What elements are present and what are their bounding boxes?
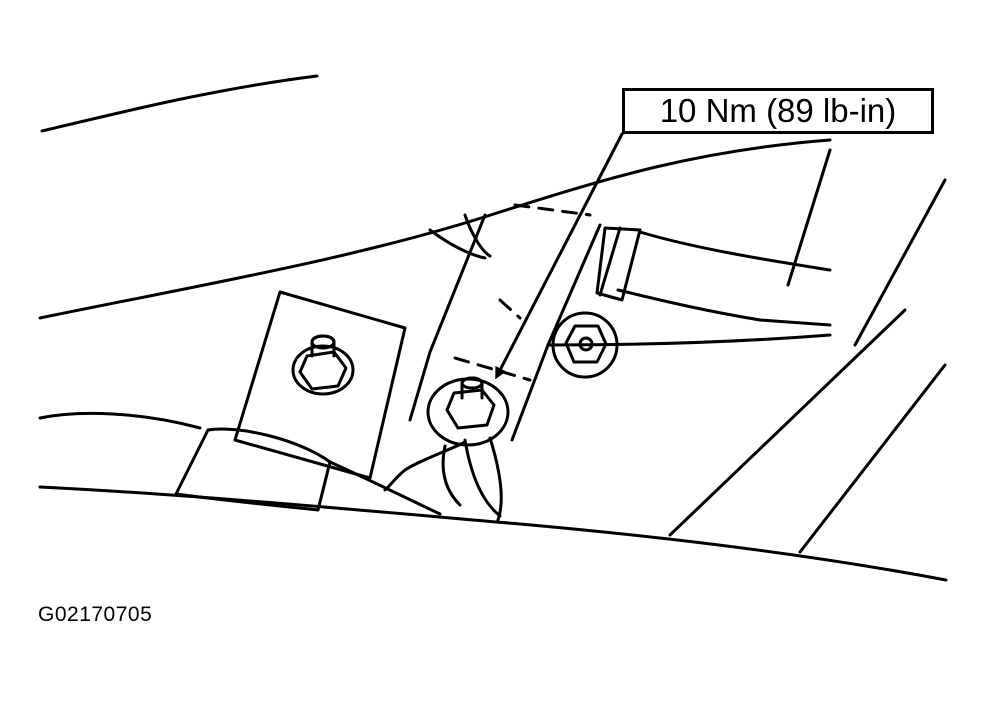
ground-strap-nut bbox=[426, 376, 510, 447]
floor-panel-lower-edge bbox=[38, 485, 948, 582]
right-nut bbox=[551, 311, 619, 379]
bracket-dashed-marks bbox=[453, 203, 592, 382]
upper-panel-edge bbox=[40, 74, 319, 133]
central-bracket-rail bbox=[408, 213, 602, 442]
bracket-upper-body bbox=[428, 213, 492, 260]
left-bracket-plate bbox=[233, 290, 407, 480]
lower-left-contour bbox=[38, 411, 202, 430]
right-member-3 bbox=[668, 308, 907, 537]
ground-strap-loop bbox=[441, 444, 462, 507]
ground-strap-wire bbox=[383, 436, 503, 522]
right-member-1 bbox=[786, 148, 832, 287]
right-member-2 bbox=[853, 178, 947, 347]
floor-panel-upper-edge bbox=[38, 138, 832, 320]
left-stud-nut bbox=[291, 334, 355, 396]
torque-spec-callout: 10 Nm (89 lb-in) bbox=[622, 88, 934, 134]
pipe-clamp bbox=[595, 226, 832, 327]
cable-body bbox=[328, 460, 442, 516]
right-member-4 bbox=[798, 363, 947, 554]
figure-id-label: G02170705 bbox=[38, 603, 153, 626]
cable-sleeve bbox=[174, 427, 332, 512]
torque-leader-arrow bbox=[495, 132, 624, 380]
right-crossbar bbox=[546, 333, 832, 347]
